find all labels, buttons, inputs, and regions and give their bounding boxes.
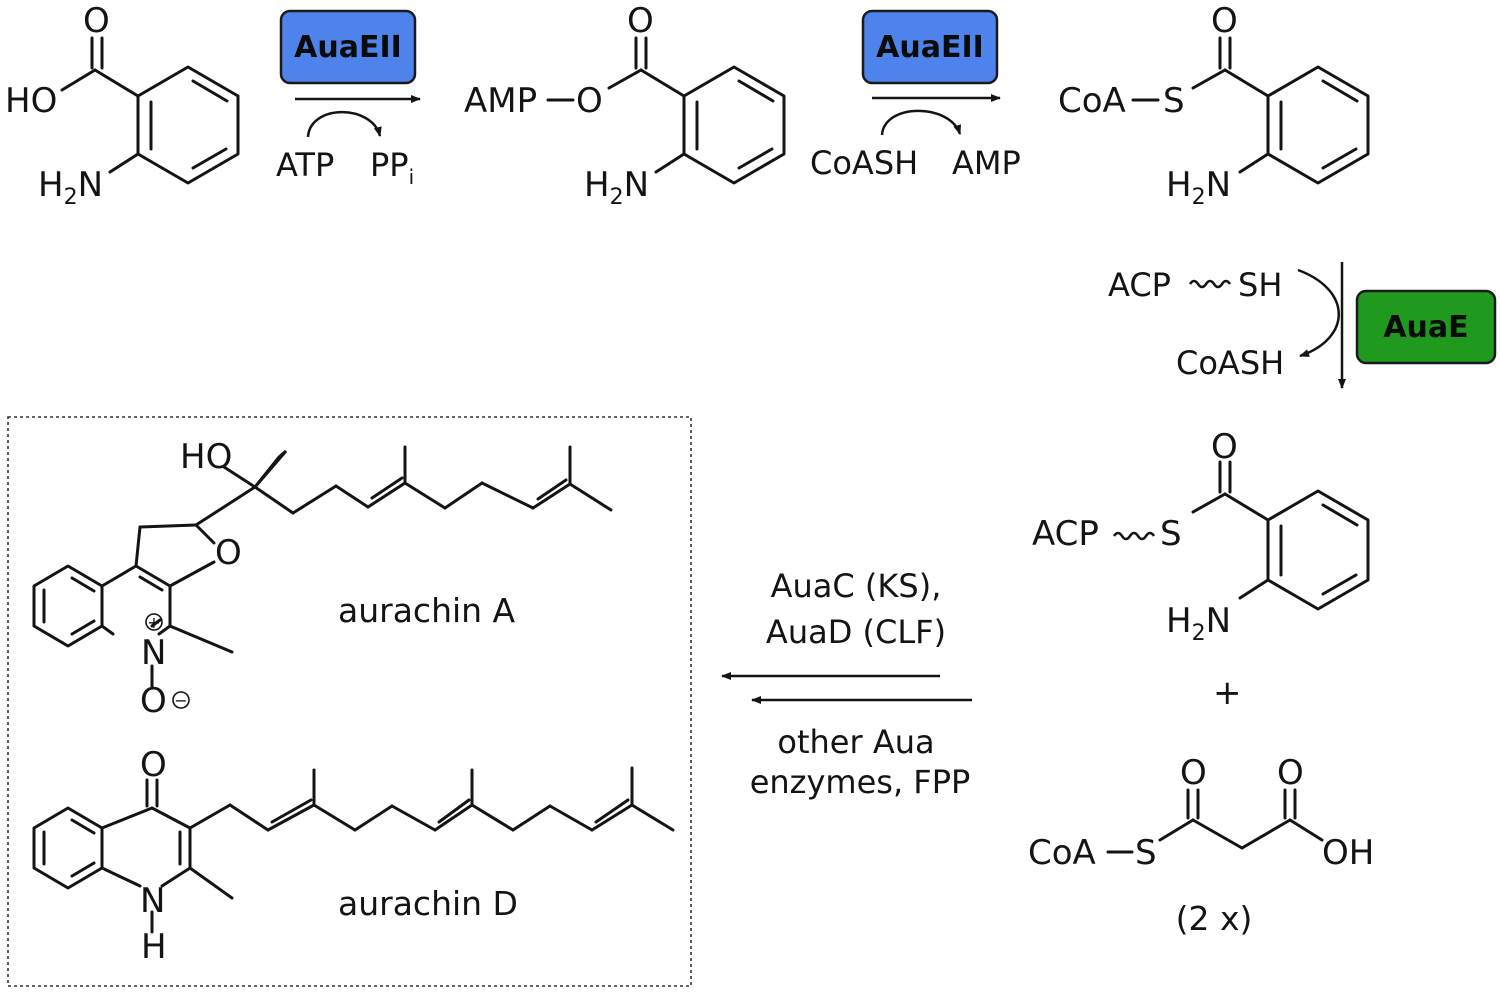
acp-carbonyl-oxygen-label: O bbox=[1211, 427, 1238, 467]
coash-label-2: CoASH bbox=[1176, 344, 1284, 382]
step4-line2: AuaD (CLF) bbox=[766, 613, 946, 651]
amp-byproduct-label: AMP bbox=[952, 144, 1021, 182]
step2-curved-arrow bbox=[880, 109, 962, 136]
aurachin-a-hydroxyl-label: HO bbox=[180, 437, 232, 477]
aurachin-a-minus-charge: − bbox=[174, 691, 187, 710]
aurachin-a-structure: HO O N + O − aurachin A bbox=[32, 437, 613, 721]
step4-line1: AuaC (KS), bbox=[771, 567, 942, 605]
acp-sh-sh-label: SH bbox=[1238, 266, 1282, 304]
aurachin-d-carbonyl-oxygen-label: O bbox=[140, 745, 167, 785]
acp-wavy-bond-2 bbox=[1112, 531, 1156, 541]
auae-label: AuaE bbox=[1383, 310, 1468, 345]
amp-carbonyl-oxygen-label: O bbox=[627, 1, 654, 41]
aurachin-d-nitrogen-label: N bbox=[140, 881, 165, 921]
auaeii-box-1 bbox=[279, 9, 417, 85]
aurachin-a-oxide-label: O bbox=[140, 681, 167, 721]
acp-wavy-bond-1 bbox=[1188, 279, 1232, 289]
aurachin-a-ring-oxygen-label: O bbox=[215, 533, 242, 573]
atp-label: ATP bbox=[276, 146, 334, 184]
carbonyl-oxygen-label: O bbox=[83, 1, 110, 41]
anthranilic-acid-structure: O HO H2N bbox=[5, 1, 240, 210]
malonyl-multiplier: (2 x) bbox=[1176, 899, 1253, 938]
aurachin-a-plus-charge: + bbox=[147, 613, 160, 632]
malonyl-coa-label: CoA bbox=[1028, 833, 1096, 873]
aurachin-a-name: aurachin A bbox=[338, 591, 516, 630]
amp-label: AMP bbox=[464, 81, 537, 121]
malonyl-coa-structure: O O CoA S OH (2 x) bbox=[1028, 753, 1374, 938]
aurachin-a-nitrogen-label: N bbox=[141, 633, 166, 673]
anthranilyl-amp-structure: O AMP O H2N bbox=[464, 1, 786, 210]
auaeii-box-2 bbox=[861, 9, 999, 85]
plus-sign: + bbox=[1213, 673, 1242, 713]
step2-reaction: AuaEII CoASH AMP bbox=[810, 9, 1021, 182]
coa-carbonyl-oxygen-label: O bbox=[1211, 1, 1238, 41]
step4-line3: other Aua bbox=[777, 723, 934, 761]
coash-label-1: CoASH bbox=[810, 144, 918, 182]
amp-ester-oxygen-label: O bbox=[576, 81, 603, 121]
malonyl-sulfur-label: S bbox=[1135, 833, 1157, 873]
auae-box bbox=[1355, 289, 1497, 365]
coa-amine-label: H2N bbox=[1166, 165, 1231, 210]
aurachin-d-nh-hydrogen-label: H bbox=[141, 927, 167, 967]
ppi-label: PPi bbox=[370, 146, 414, 189]
aurachin-d-structure: O N H aurachin D bbox=[32, 745, 675, 967]
products-box bbox=[7, 416, 692, 987]
malonyl-hydroxyl-label: OH bbox=[1322, 833, 1374, 873]
malonyl-oxygen-1-label: O bbox=[1180, 753, 1207, 793]
step3-reaction: AuaE ACP SH CoASH bbox=[1108, 262, 1497, 389]
coa-sulfur-label: S bbox=[1163, 81, 1185, 121]
anthraniloyl-coa-structure: O CoA S H2N bbox=[1058, 1, 1370, 210]
amine-label: H2N bbox=[38, 165, 103, 210]
acp-sh-acp-label: ACP bbox=[1108, 266, 1171, 304]
step4-line4: enzymes, FPP bbox=[750, 763, 971, 801]
acp-sulfur-label: S bbox=[1160, 514, 1182, 554]
coa-label: CoA bbox=[1058, 81, 1126, 121]
step4-reaction: AuaC (KS), AuaD (CLF) other Aua enzymes,… bbox=[721, 567, 972, 801]
step3-curved-arrow bbox=[1297, 268, 1340, 358]
step1-reaction: AuaEII ATP PPi bbox=[276, 9, 421, 189]
step1-curved-arrow bbox=[306, 110, 382, 138]
auaeii-label-1: AuaEII bbox=[294, 30, 402, 65]
hydroxyl-label: HO bbox=[5, 81, 57, 121]
acp-amine-label: H2N bbox=[1166, 601, 1231, 646]
acp-label: ACP bbox=[1032, 514, 1099, 554]
aurachin-d-name: aurachin D bbox=[338, 884, 518, 923]
amp-amine-label: H2N bbox=[584, 165, 649, 210]
auaeii-label-2: AuaEII bbox=[876, 30, 984, 65]
malonyl-oxygen-2-label: O bbox=[1277, 753, 1304, 793]
anthraniloyl-acp-structure: O ACP S H2N bbox=[1032, 427, 1370, 646]
